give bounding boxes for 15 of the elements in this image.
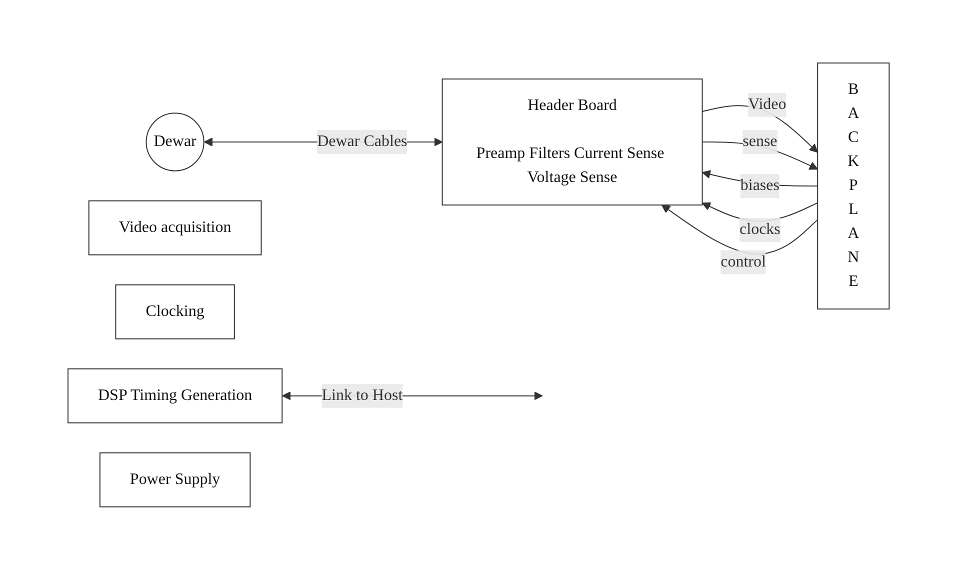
node-circle: Dewar [146,112,204,172]
edge-label: control [720,253,766,270]
edge-label: biases [740,177,780,194]
edge-label: Dewar Cables [317,133,408,150]
arrow [661,204,818,255]
node-box: Header Board Preamp Filters Current Sense Voltage Sense [442,78,703,206]
node-box: Clocking [115,284,235,340]
node-box: Power Supply [99,452,251,508]
node-box: B A C K P L A N E [817,62,890,310]
node-box: DSP Timing Generation [67,368,282,424]
edge-label: Link to Host [322,386,403,404]
edge-label: clocks [739,221,780,238]
edge-label: Video [748,96,786,113]
edge-label: sense [742,133,778,150]
node-box: Video acquisition [88,200,262,256]
